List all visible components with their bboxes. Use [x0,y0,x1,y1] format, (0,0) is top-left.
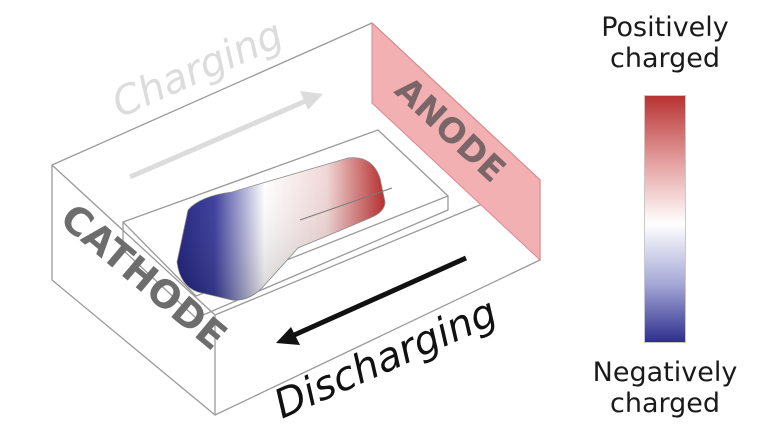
legend-negative-label: Negatively charged [565,357,765,419]
discharging-label: Discharging [267,289,503,428]
legend-negative-line2: charged [609,388,721,419]
charging-arrow [129,91,323,180]
charged-particle [176,157,393,301]
anode-panel [371,21,541,262]
legend-negative-line1: Negatively [592,357,738,388]
legend-positive-line1: Positively [601,12,729,43]
charge-colorbar [644,95,686,343]
legend-positive-line2: charged [609,43,721,74]
legend-positive-label: Positively charged [575,12,755,74]
discharging-arrow [276,255,468,345]
